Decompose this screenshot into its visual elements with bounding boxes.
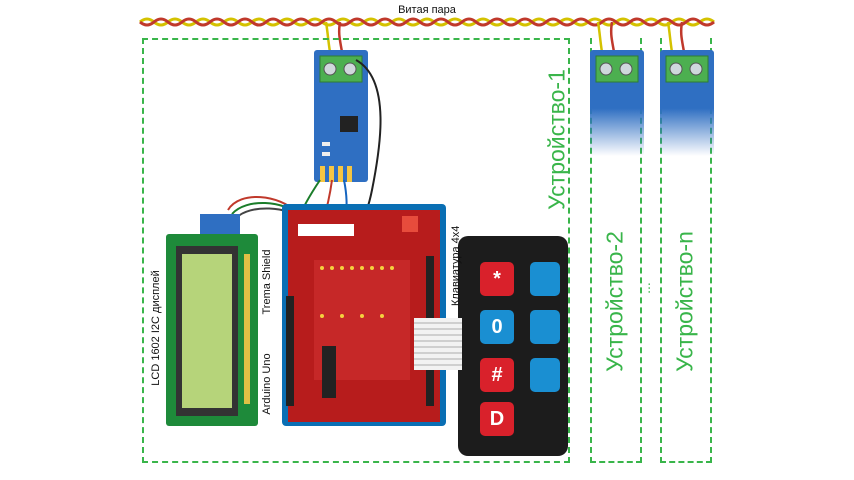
twisted-pair-label: Витая пара <box>398 4 456 16</box>
keypad-key-partial <box>530 358 560 392</box>
lcd-module <box>166 214 258 426</box>
device-n-box <box>660 38 712 463</box>
keypad-key[interactable]: 0 <box>480 310 514 344</box>
keypad-label: Клавиатура 4x4 <box>450 225 462 306</box>
lcd-label: LCD 1602 I2C дисплей <box>150 270 162 386</box>
device-1-box <box>142 38 570 463</box>
keypad-key[interactable]: * <box>480 262 514 296</box>
arduino-board <box>282 204 446 426</box>
trema-shield-label: Trema Shield <box>261 249 273 315</box>
rs485-module-1 <box>314 50 368 182</box>
keypad-key-partial <box>530 262 560 296</box>
rs485-module-n <box>660 50 714 156</box>
device-2-box <box>590 38 642 463</box>
keypad-ribbon <box>414 318 462 370</box>
keypad-key[interactable]: D <box>480 402 514 436</box>
keypad-key[interactable]: # <box>480 358 514 392</box>
rs485-module-2 <box>590 50 644 156</box>
arduino-uno-label: Arduino Uno <box>261 353 273 415</box>
keypad-key-partial <box>530 310 560 344</box>
